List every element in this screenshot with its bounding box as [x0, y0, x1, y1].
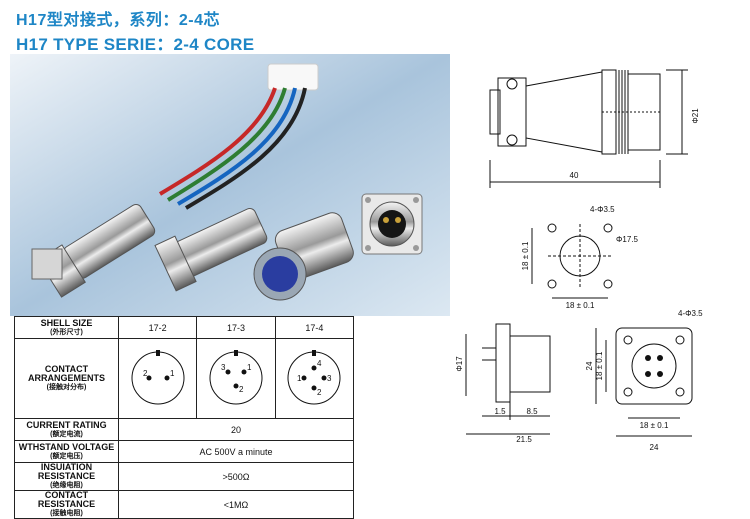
dim-vertical: 18 ± 0.1	[521, 241, 530, 270]
contact-arrangement-label: CONTACT ARRANGEMENTS(接触对分布)	[14, 338, 119, 419]
dim-body: 8.5	[526, 407, 538, 416]
shell-size-label: SHELL SIZE(外形尺寸)	[14, 316, 119, 339]
dim-hole-count-2: 4-Φ3.5	[678, 309, 703, 318]
svg-text:2: 2	[143, 369, 148, 378]
size-17-2: 17-2	[117, 316, 198, 339]
dim-length: 40	[570, 171, 579, 180]
contact-resistance-value: <1MΩ	[118, 490, 354, 519]
svg-text:3: 3	[327, 374, 332, 383]
dim-horizontal-2: 18 ± 0.1	[640, 421, 669, 430]
dim-horizontal: 18 ± 0.1	[566, 301, 595, 310]
title-chinese: H17型对接式，系列：2-4芯	[16, 12, 220, 29]
arrangement-4-pin: 4 1 3 2	[274, 338, 355, 419]
size-17-4: 17-4	[274, 316, 355, 339]
side-view-drawing: 40 Φ21	[489, 69, 700, 188]
dim-hole-count: 4-Φ3.5	[590, 205, 615, 214]
svg-text:4: 4	[317, 359, 322, 368]
arrangement-2-pin: 2 1	[117, 338, 198, 419]
current-rating-label: CURRENT RATING(额定电流)	[14, 418, 119, 441]
dim-flange: 1.5	[494, 407, 506, 416]
svg-text:1: 1	[170, 369, 175, 378]
socket-side-drawing: Φ17 1.5 8.5 21.5	[455, 323, 551, 444]
size-17-3: 17-3	[196, 316, 276, 339]
socket-front-drawing: 4-Φ3.5 24 18 ± 0.1 18 ± 0.1 24	[585, 309, 703, 452]
dim-total: 21.5	[516, 435, 532, 444]
current-rating-value: 20	[118, 418, 354, 441]
dim-cutout: Φ17.5	[616, 235, 639, 244]
svg-text:2: 2	[239, 385, 244, 394]
withstand-voltage-value: AC 500V a minute	[118, 440, 354, 463]
dim-body-diameter: Φ17	[455, 356, 464, 372]
title-english: H17 TYPE SERIE：2-4 CORE	[16, 35, 255, 54]
arrangement-3-pin: 3 1 2	[196, 338, 276, 419]
dim-vertical-2: 18 ± 0.1	[595, 351, 604, 380]
svg-text:1: 1	[247, 363, 252, 372]
withstand-voltage-label: WTHSTAND VOLTAGE(额定电压)	[14, 440, 119, 463]
product-photo	[10, 54, 450, 316]
svg-text:3: 3	[221, 363, 226, 372]
dim-width: 24	[650, 443, 659, 452]
svg-text:2: 2	[317, 388, 322, 397]
insulation-resistance-value: >500Ω	[118, 462, 354, 491]
contact-resistance-label: CONTACT RESISTANCE(接触电阻)	[14, 490, 119, 519]
spec-table: SHELL SIZE(外形尺寸) 17-2 17-3 17-4 CONTACT …	[14, 316, 355, 519]
svg-text:1: 1	[297, 374, 302, 383]
dim-side: 24	[585, 361, 594, 370]
panel-cutout-drawing: 4-Φ3.5 Φ17.5 18 ± 0.1 18 ± 0.1	[521, 205, 639, 310]
insulation-resistance-label: INSUIATION RESISTANCE(绝缘电阻)	[14, 462, 119, 491]
dim-diameter: Φ21	[691, 108, 700, 124]
